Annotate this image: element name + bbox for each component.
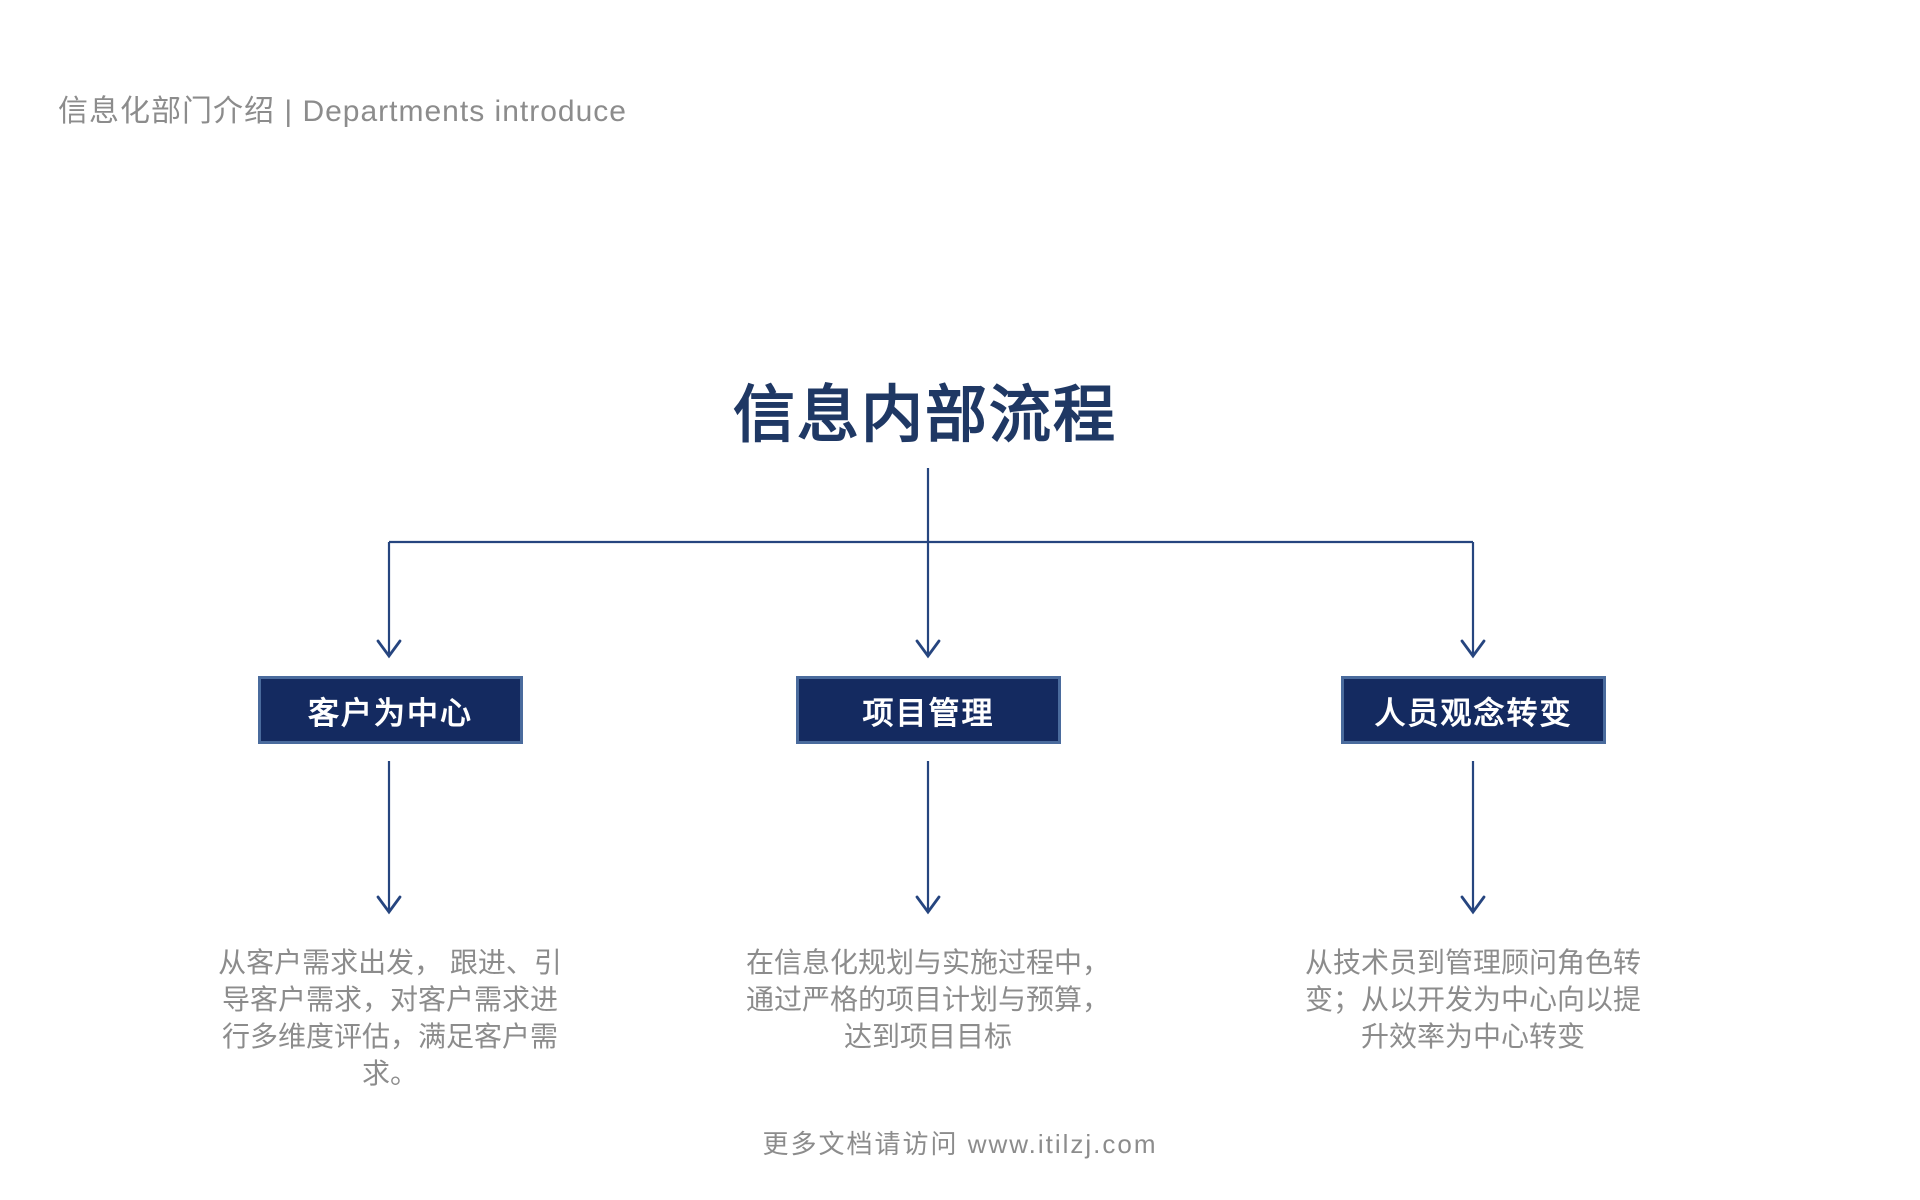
node-label: 人员观念转变 bbox=[1374, 695, 1573, 731]
slide-header: 信息化部门介绍 | Departments introduce bbox=[58, 95, 627, 128]
diagram-title: 信息内部流程 bbox=[732, 381, 1117, 450]
node-label: 客户为中心 bbox=[308, 695, 473, 731]
node-box-customer-centric: 客户为中心 bbox=[258, 676, 523, 744]
node-description-customer-centric: 从客户需求出发， 跟进、引 导客户需求，对客户需求进 行多维度评估，满足客户需 … bbox=[218, 947, 562, 1089]
footer-note: 更多文档请访问 www.itilzj.com bbox=[762, 1129, 1158, 1159]
node-box-project-management: 项目管理 bbox=[796, 676, 1061, 744]
node-description-mindset-shift: 从技术员到管理顾问角色转 变；从以开发为中心向以提 升效率为中心转变 bbox=[1304, 947, 1641, 1052]
node-label: 项目管理 bbox=[862, 695, 995, 731]
node-description-project-management: 在信息化规划与实施过程中， 通过严格的项目计划与预算， 达到项目目标 bbox=[745, 947, 1110, 1052]
node-box-mindset-shift: 人员观念转变 bbox=[1341, 676, 1606, 744]
